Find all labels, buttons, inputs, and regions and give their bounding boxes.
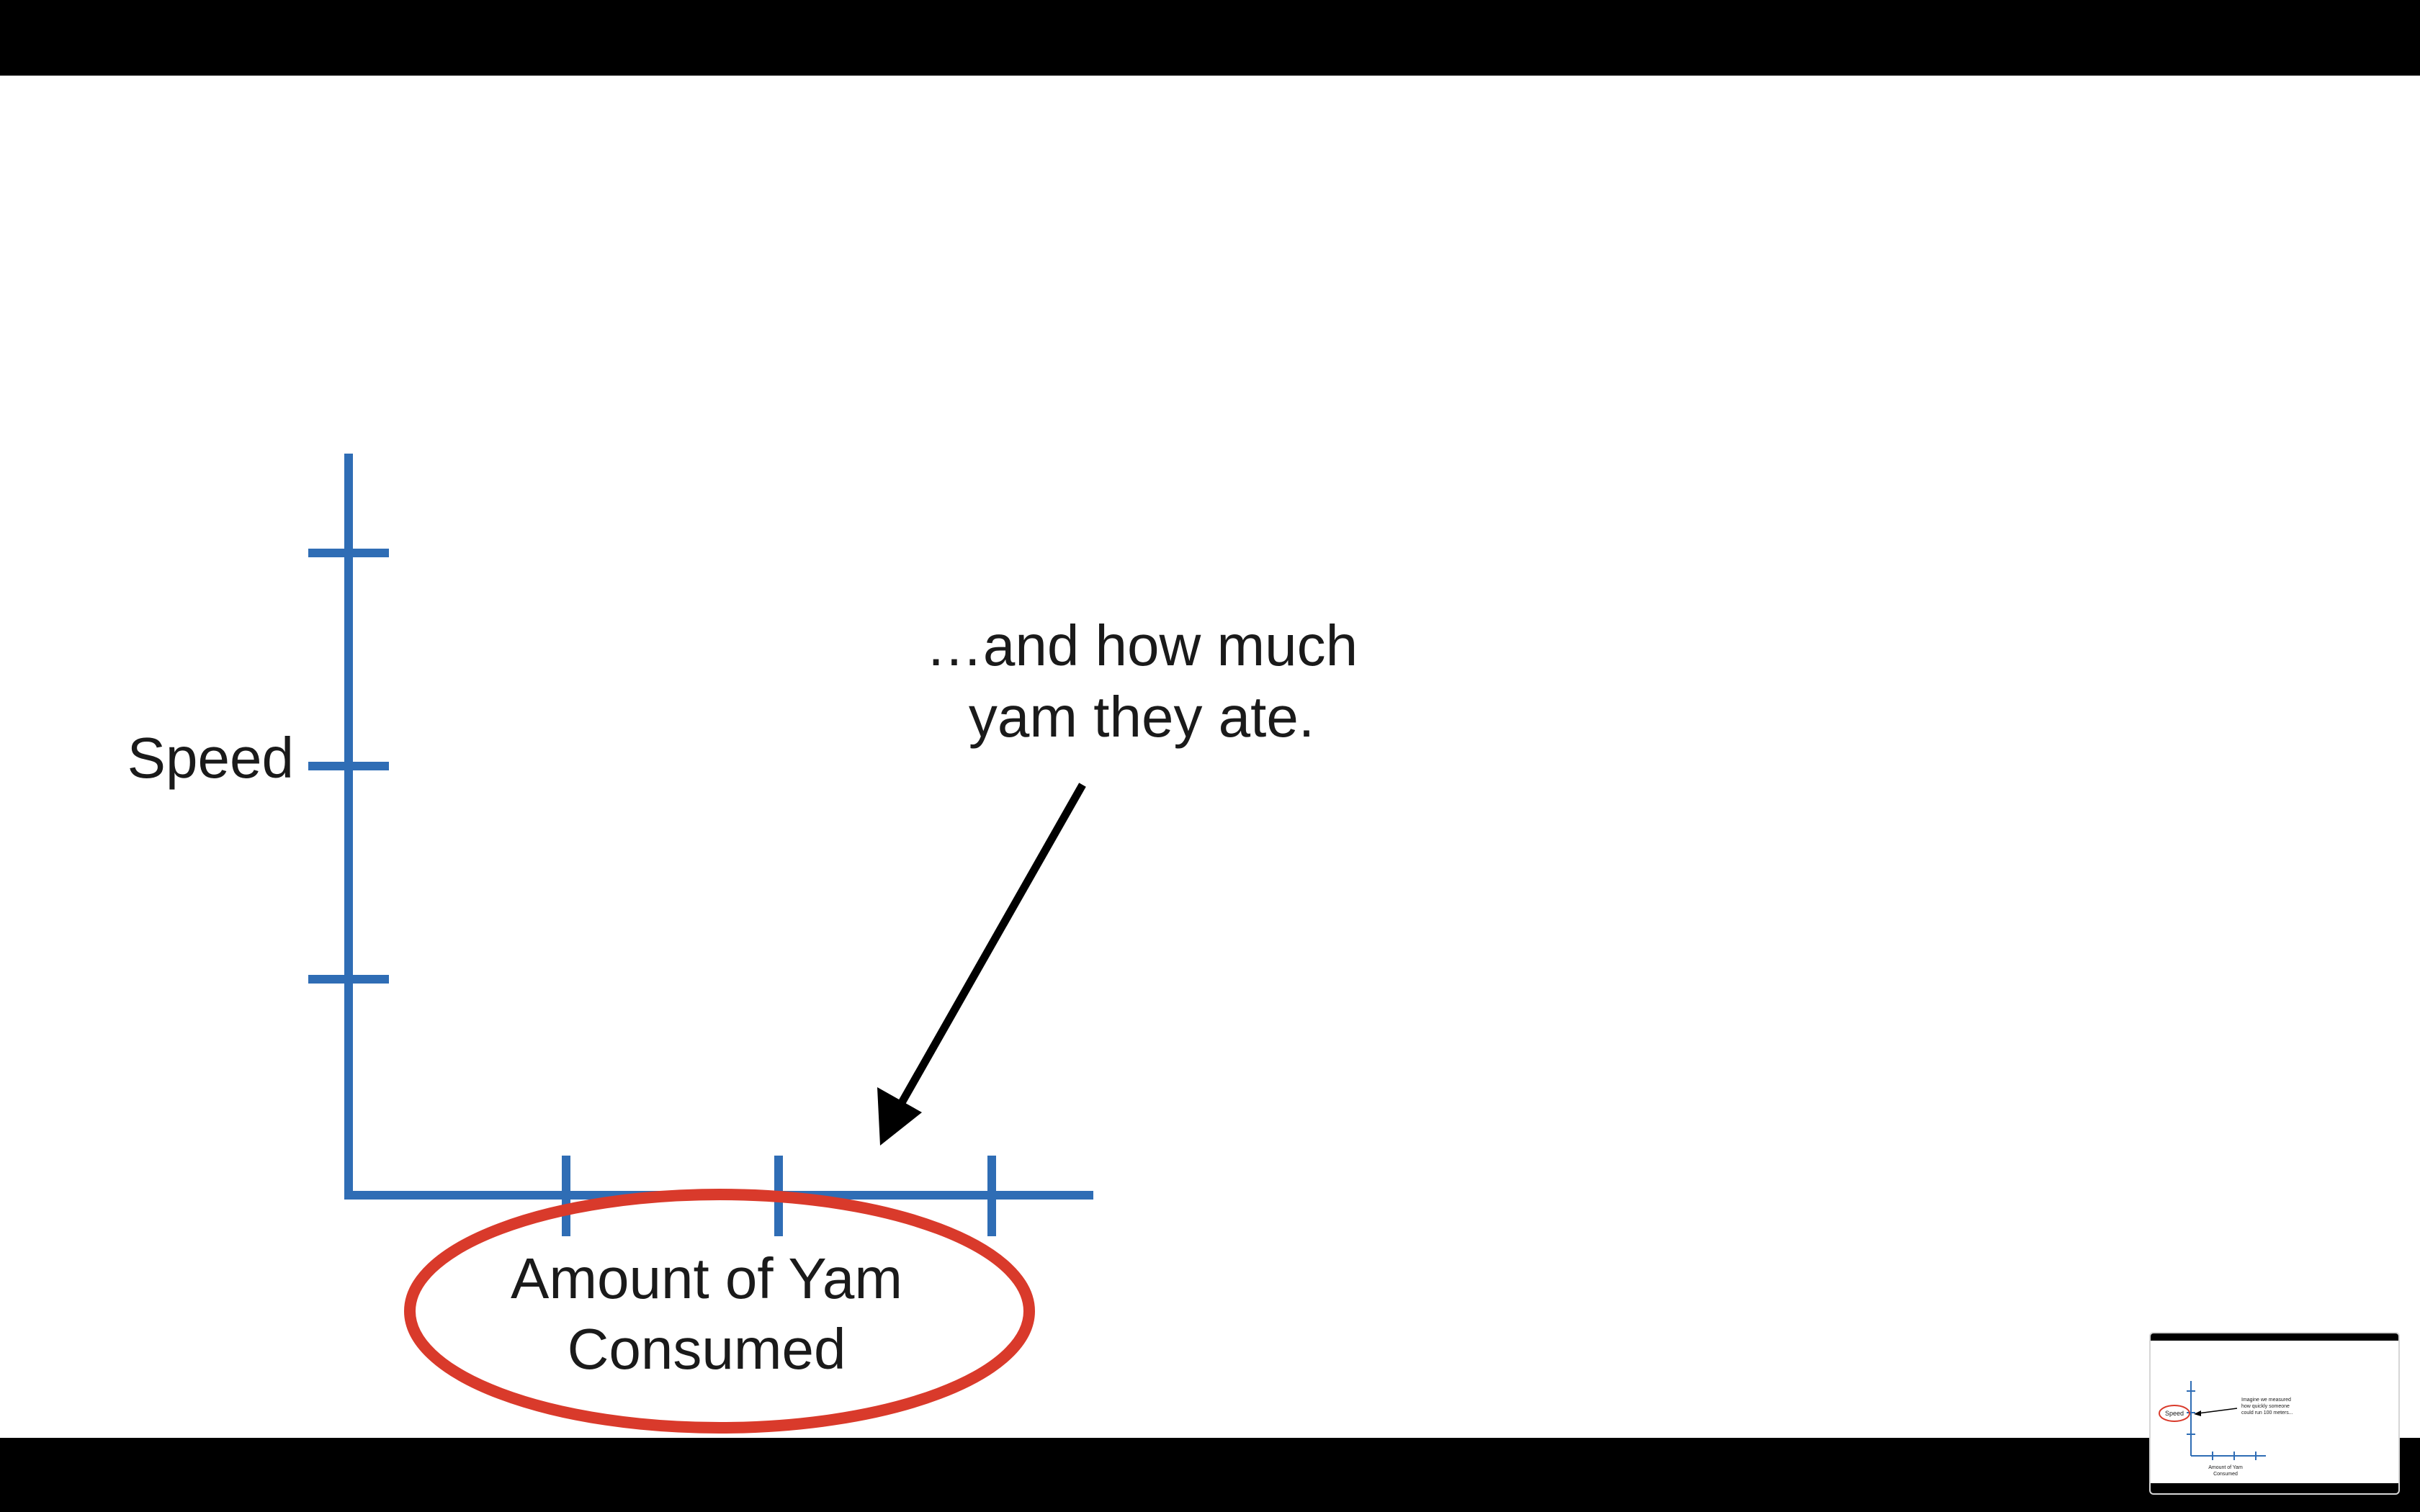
x-axis-label-line1: Amount of Yam — [511, 1246, 902, 1310]
slide-thumbnail[interactable]: Speed Imagine we measured how quickly so… — [2149, 1332, 2400, 1495]
x-axis-label-line2: Consumed — [568, 1317, 846, 1381]
thumbnail-x-axis-label-line1: Amount of Yam — [2208, 1465, 2243, 1470]
thumbnail-annotation-line2: how quickly someone — [2241, 1404, 2290, 1409]
annotation-line1: …and how much — [926, 613, 1358, 678]
slide-canvas: Speed Amount of Yam Consumed …and how mu… — [127, 454, 1358, 1434]
thumbnail-y-axis-label: Speed — [2165, 1410, 2184, 1417]
thumbnail-annotation-line1: Imagine we measured — [2241, 1398, 2291, 1403]
highlight-ellipse — [404, 1189, 1035, 1434]
thumbnail-x-axis-label-line2: Consumed — [2213, 1472, 2238, 1477]
annotation-line2: yam they ate. — [969, 685, 1314, 749]
annotation-arrow — [877, 783, 1086, 1146]
thumbnail-canvas: Speed Imagine we measured how quickly so… — [2151, 1333, 2398, 1493]
slide: Speed Amount of Yam Consumed …and how mu… — [0, 76, 2420, 1438]
y-axis-label: Speed — [127, 726, 294, 790]
thumbnail-annotation-line3: could run 100 meters... — [2241, 1410, 2293, 1416]
